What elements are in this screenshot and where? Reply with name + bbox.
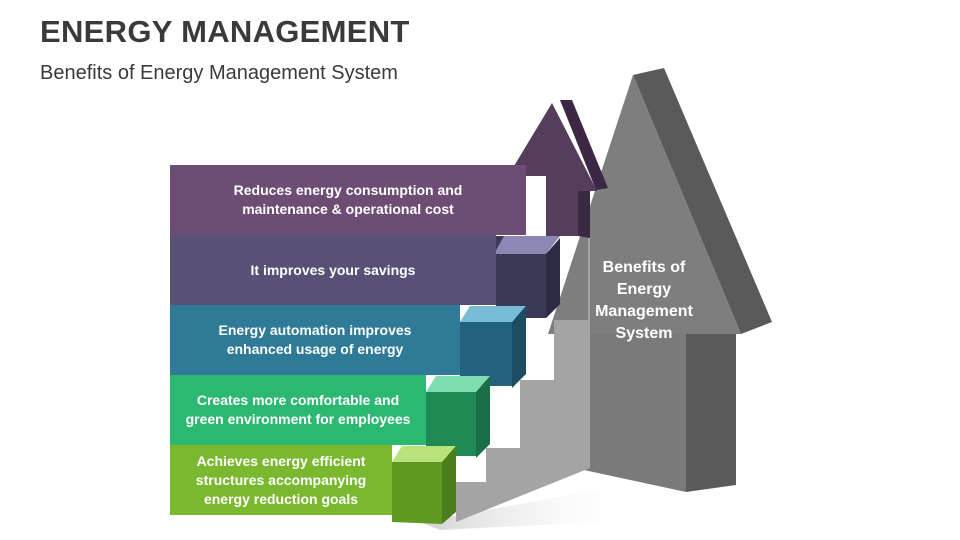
step-text-4: Creates more comfortable and green envir…	[185, 392, 411, 427]
step-text-3: Energy automation improves enhanced usag…	[218, 322, 412, 357]
step-block-1	[494, 236, 560, 318]
page-title: ENERGY MANAGEMENT	[40, 14, 410, 49]
step-band-2: It improves your savings	[170, 235, 496, 305]
house-shape	[548, 68, 772, 492]
arrow-head	[508, 100, 608, 238]
step-text-2: It improves your savings	[250, 261, 416, 278]
step-text-1: Reduces energy consumption and maintenan…	[233, 182, 463, 217]
step-text-5: Achieves energy efficient structures acc…	[195, 452, 367, 507]
page-subtitle: Benefits of Energy Management System	[40, 62, 398, 84]
step-band-3: Energy automation improves enhanced usag…	[170, 305, 460, 375]
house-label: Benefits of Energy Management System	[595, 259, 693, 342]
step-band-5: Achieves energy efficient structures acc…	[170, 445, 392, 515]
step-block-2	[460, 306, 526, 388]
staircase-side	[456, 238, 590, 522]
floor-shadow	[420, 488, 640, 530]
step-block-4	[392, 446, 456, 524]
step-block-3	[426, 376, 490, 458]
step-band-1: Reduces energy consumption and maintenan…	[170, 165, 526, 235]
step-band-4: Creates more comfortable and green envir…	[170, 375, 426, 445]
